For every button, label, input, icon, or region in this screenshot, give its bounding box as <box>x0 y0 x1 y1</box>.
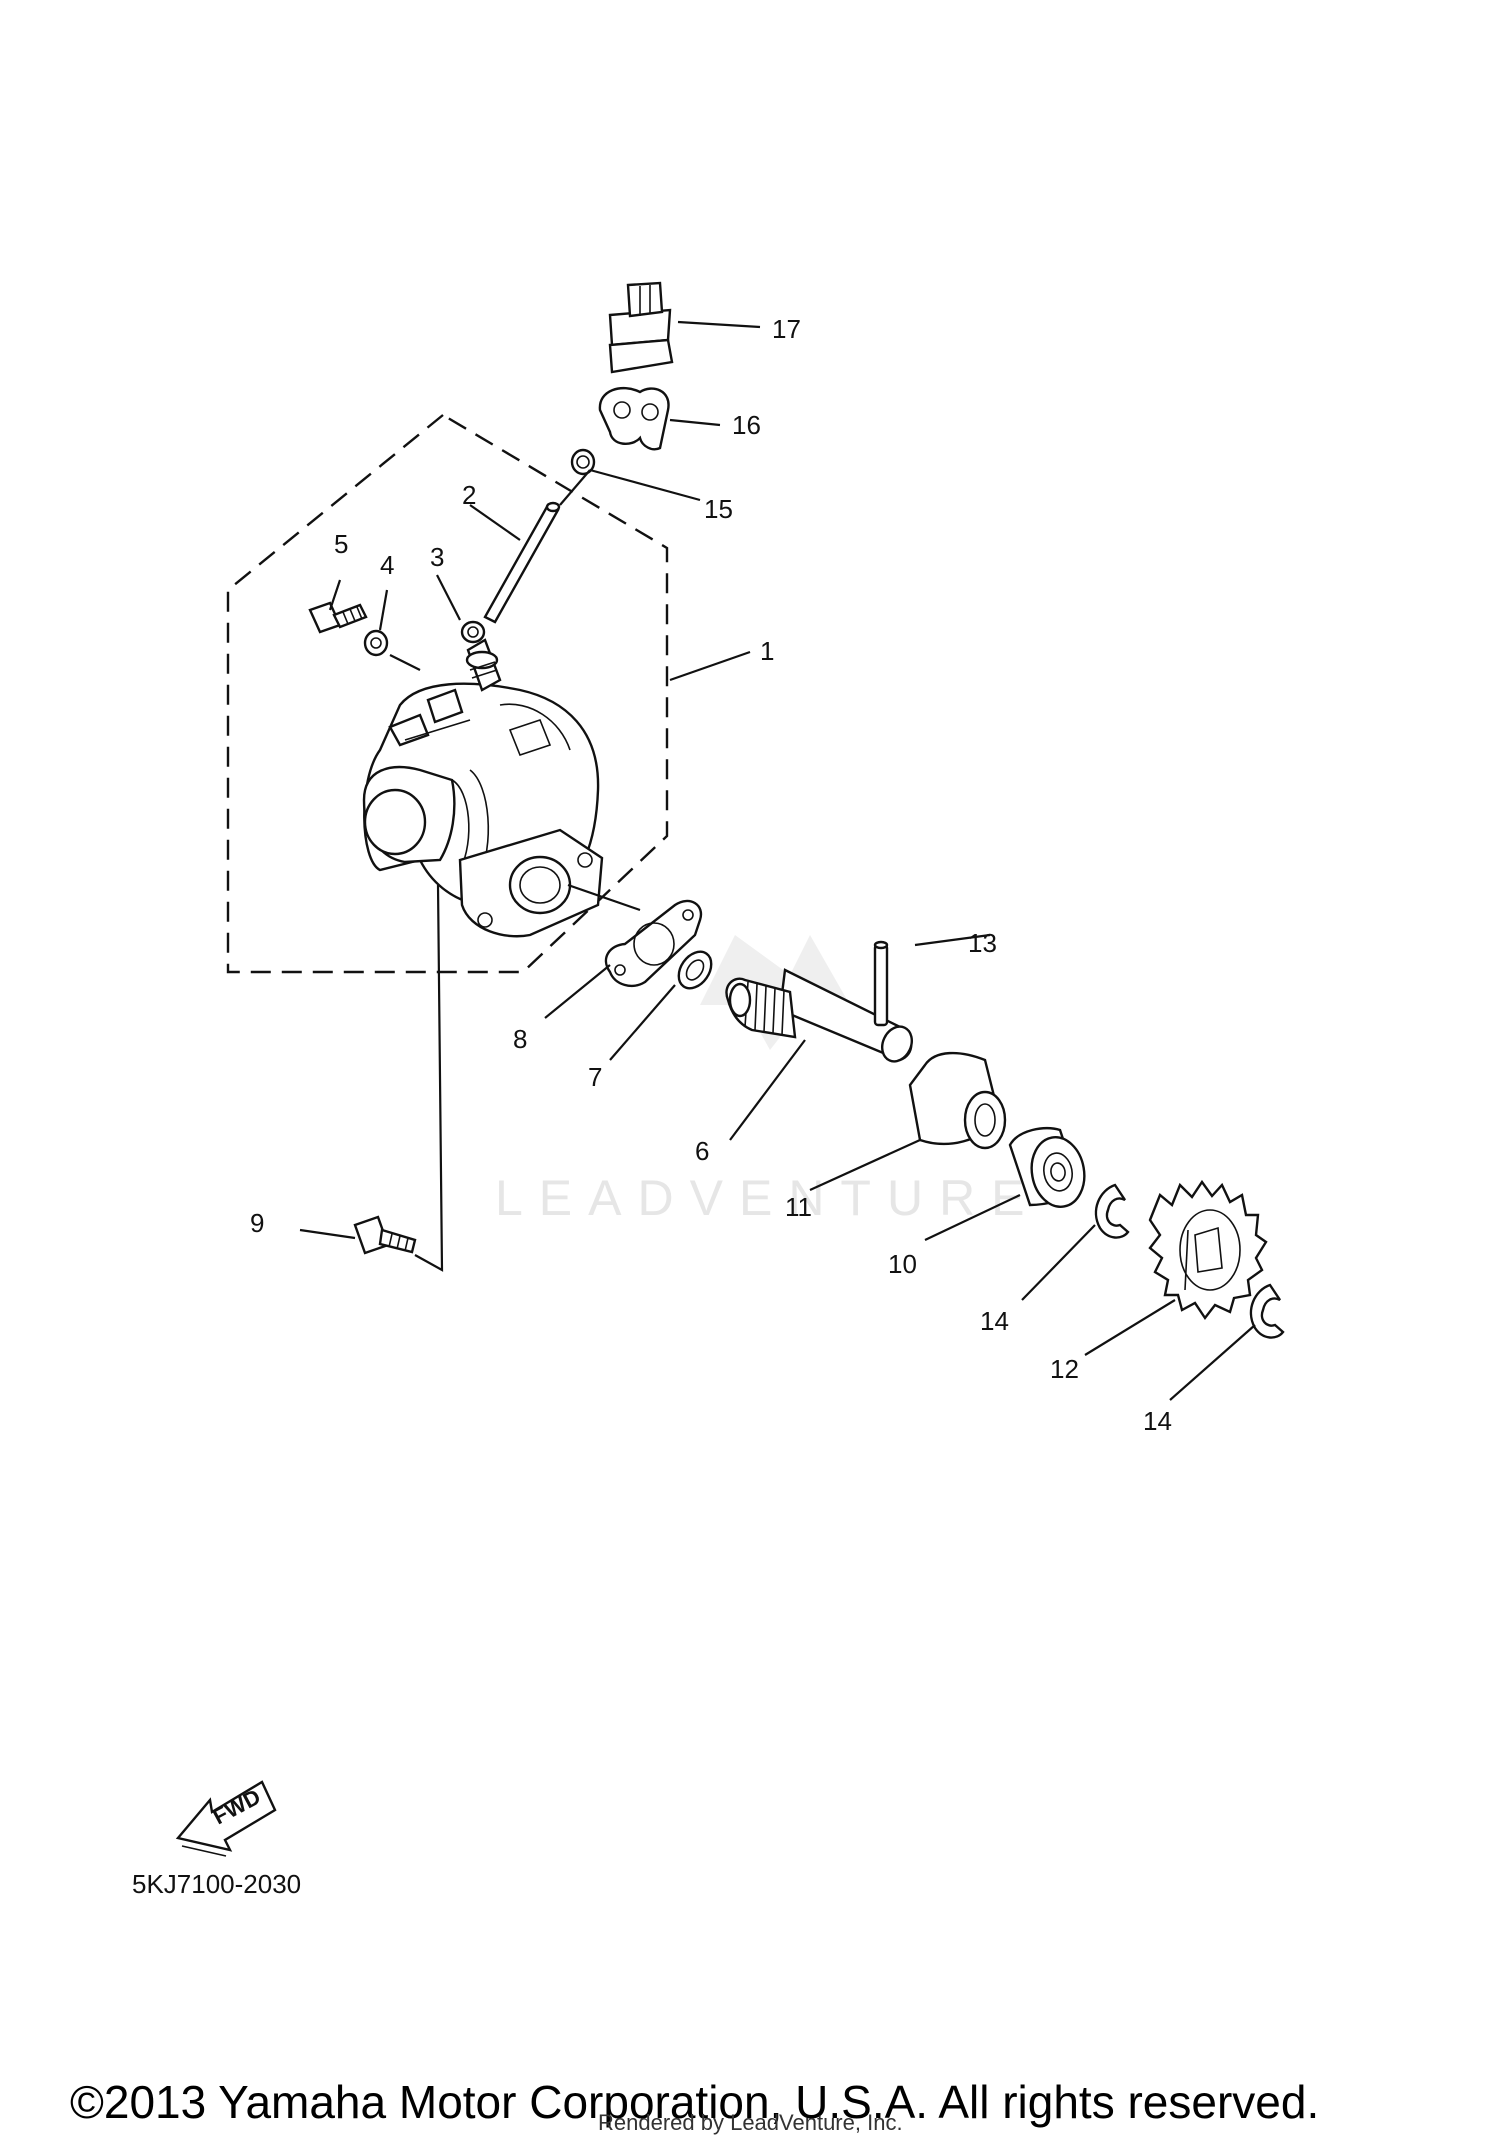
part-12-gear <box>1148 1179 1268 1321</box>
callout-7: 7 <box>588 1062 602 1092</box>
callout-labels: 17 16 15 2 3 4 5 1 13 8 7 6 9 11 10 14 1… <box>250 314 1172 1436</box>
callout-2: 2 <box>462 480 476 510</box>
part-5-bolt <box>308 601 368 634</box>
rendered-by-text: Rendered by LeadVenture, Inc. <box>598 2110 903 2135</box>
diagram-code: 5KJ7100-2030 <box>132 1869 301 1899</box>
part-10-bearing <box>1008 1126 1086 1208</box>
part-9-bolt <box>353 1215 417 1255</box>
fwd-arrow-icon: FWD <box>175 1780 277 1857</box>
callout-1: 1 <box>760 636 774 666</box>
callout-6: 6 <box>695 1136 709 1166</box>
part-1-pump-body <box>362 638 604 938</box>
callout-14a: 14 <box>980 1306 1009 1336</box>
callout-9: 9 <box>250 1208 264 1238</box>
part-15-seal <box>570 448 596 476</box>
callout-15: 15 <box>704 494 733 524</box>
callout-11: 11 <box>785 1192 812 1222</box>
part-17-cap <box>608 281 674 374</box>
part-8-gasket <box>604 899 703 987</box>
callout-4: 4 <box>380 550 394 580</box>
callout-12: 12 <box>1050 1354 1079 1384</box>
callout-5: 5 <box>334 529 348 559</box>
part-2-pipe <box>483 501 561 624</box>
copyright-text: ©2013 Yamaha Motor Corporation, U.S.A. A… <box>70 2076 1319 2128</box>
part-14-circlip-b <box>1249 1283 1285 1339</box>
assembly-outline <box>226 413 669 974</box>
leader-lines <box>299 320 1256 1401</box>
callout-16: 16 <box>732 410 761 440</box>
callout-13: 13 <box>968 928 997 958</box>
part-4-washer <box>363 629 389 657</box>
callout-10: 10 <box>888 1249 917 1279</box>
part-13-pin <box>873 940 889 1027</box>
part-11-bushing <box>908 1051 1007 1150</box>
callout-14b: 14 <box>1143 1406 1172 1436</box>
callout-3: 3 <box>430 542 444 572</box>
part-3-ring <box>460 620 486 644</box>
part-7-o-ring <box>677 950 713 990</box>
part-6-worm-shaft <box>725 968 913 1063</box>
part-16-clip <box>598 387 670 451</box>
part-14-circlip-a <box>1094 1183 1130 1239</box>
watermark-text: LEADVENTURE <box>495 1170 1041 1226</box>
callout-8: 8 <box>513 1024 527 1054</box>
callout-17: 17 <box>772 314 801 344</box>
